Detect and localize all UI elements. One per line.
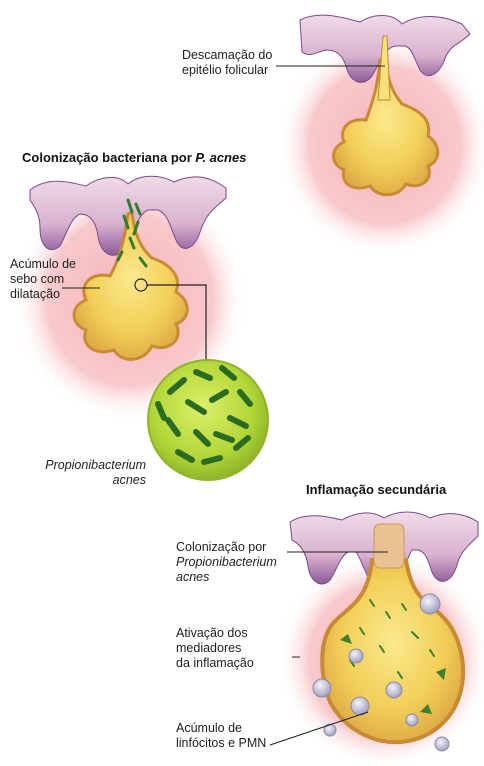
panel-follicle-desquamation [277,15,484,257]
desquamation-label-line1: Descamação do [182,48,272,63]
colonization-label-line2: Propionibacterium [176,555,277,570]
mediators-label: Ativação dos mediadores da inflamação [176,626,254,671]
panel-secondary-inflammation [270,512,484,766]
colonization-title: Colonização bacteriana por P. acnes [22,150,246,166]
mediators-label-line3: da inflamação [176,656,254,671]
colonization-title-species: P. acnes [195,150,246,165]
sebum-label-line1: Acúmulo de [10,257,76,272]
cells-label-line1: Acúmulo de [176,721,266,736]
colonization-label-line3: acnes [176,570,277,585]
cells-label-line2: linfócitos e PMN [176,736,266,751]
cells-label: Acúmulo de linfócitos e PMN [176,721,266,751]
bacteria-name-line1: Propionibacterium [38,458,146,473]
panel-bacterial-colonization [12,176,268,480]
secondary-inflammation-title: Inflamação secundária [306,482,446,498]
keratin-plug [374,524,404,568]
desquamation-label-line2: epitélio folicular [182,63,272,78]
colonization-label-line1: Colonização por [176,540,277,555]
desquamation-label: Descamação do epitélio folicular [182,48,272,78]
colonization-label: Colonização por Propionibacterium acnes [176,540,277,585]
mediators-label-line1: Ativação dos [176,626,254,641]
sebum-label-line3: dilatação [10,287,76,302]
mediators-label-line2: mediadores [176,641,254,656]
bacteria-name-label: Propionibacterium acnes [38,458,146,488]
colonization-title-prefix: Colonização bacteriana por [22,150,195,165]
sebum-label-line2: sebo com [10,272,76,287]
sebum-label: Acúmulo de sebo com dilatação [10,257,76,302]
bacteria-name-line2: acnes [38,473,146,488]
